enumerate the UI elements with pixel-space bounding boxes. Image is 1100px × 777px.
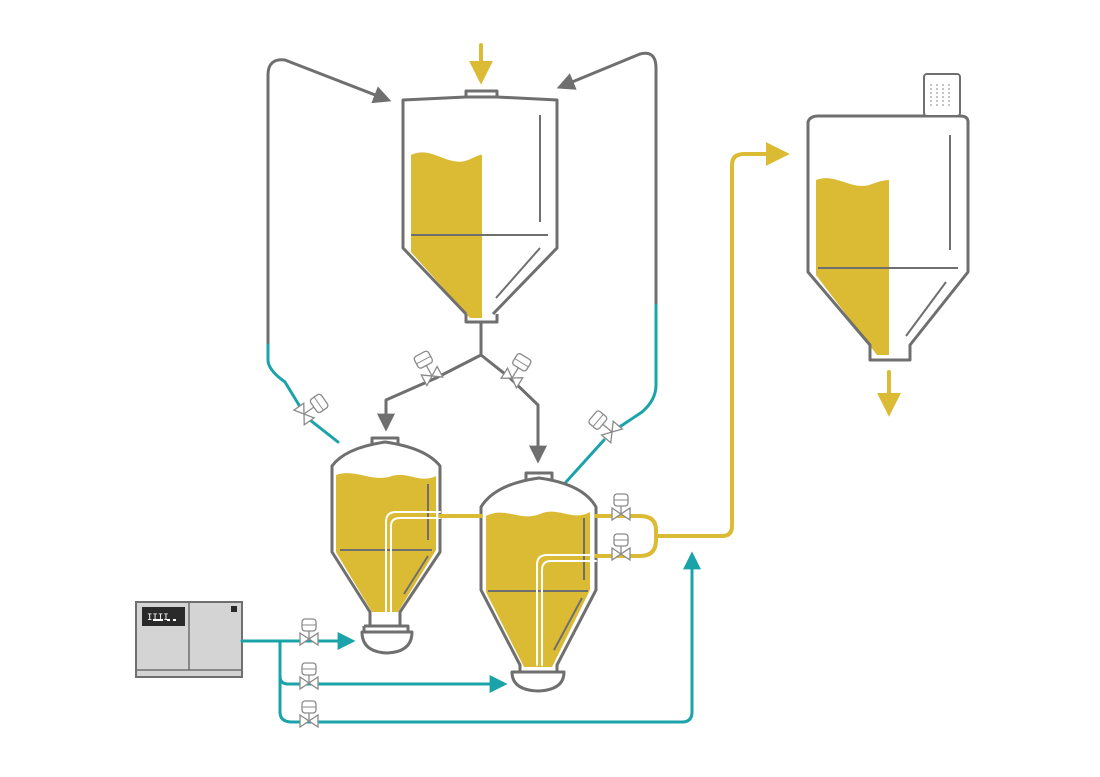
valve-air-2[interactable] bbox=[299, 662, 319, 691]
valve-vent-left[interactable] bbox=[292, 392, 330, 427]
valve-vent-right[interactable] bbox=[587, 409, 624, 445]
valve-air-1[interactable] bbox=[299, 618, 319, 647]
receiving-silo bbox=[806, 114, 970, 362]
valve-hopper-right[interactable] bbox=[499, 352, 533, 390]
valve-outlet-upper[interactable] bbox=[611, 493, 631, 522]
pressure-vessel-right bbox=[479, 471, 598, 693]
valve-hopper-left[interactable] bbox=[412, 350, 444, 387]
air-compressor-unit: IIII bbox=[135, 601, 243, 678]
air-supply-lines bbox=[240, 551, 701, 724]
vent-line-left bbox=[266, 58, 392, 444]
pressure-vessel-left bbox=[330, 436, 442, 655]
conveying-outlet-lines bbox=[594, 142, 790, 558]
valve-outlet-lower[interactable] bbox=[611, 533, 631, 562]
feed-hopper bbox=[401, 89, 559, 324]
hopper-distribution-lines bbox=[377, 320, 547, 464]
silo-material bbox=[816, 178, 889, 355]
vent-line-right bbox=[556, 51, 658, 484]
compressor-display: IIII bbox=[147, 613, 169, 623]
silo-vent-filter bbox=[923, 73, 961, 117]
valve-air-3[interactable] bbox=[299, 700, 319, 729]
